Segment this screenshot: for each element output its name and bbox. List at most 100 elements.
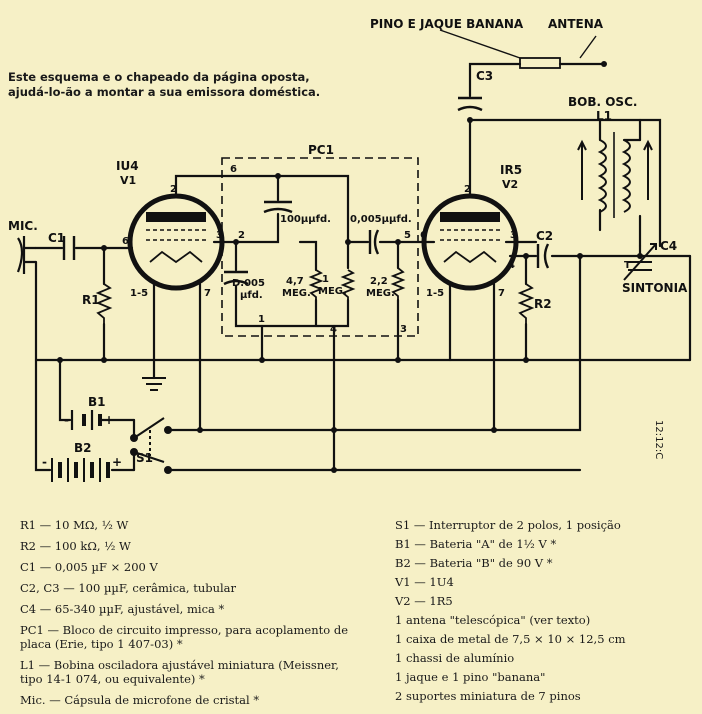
v1-pin7: 7 xyxy=(204,288,211,299)
component-value-labels: 100µµfd. 0,005µµfd. D.005 µfd. 4,7 MEG. … xyxy=(232,214,412,301)
label-r22: 2,2 xyxy=(370,276,388,287)
v1-pin15: 1-5 xyxy=(130,288,148,299)
tube-v1 xyxy=(127,193,225,291)
parts-list-item: C4 — 65-340 µµF, ajustável, mica * xyxy=(20,602,225,616)
label-v2: V2 xyxy=(502,178,518,191)
page-code: 12:12:C xyxy=(653,420,664,460)
label-pc1: PC1 xyxy=(308,143,334,157)
variable-capacitor-c4 xyxy=(623,243,657,281)
wires xyxy=(34,62,692,472)
v2-pin7: 7 xyxy=(498,288,505,299)
parts-list-item: S1 — Interruptor de 2 polos, 1 posição xyxy=(395,518,621,532)
label-cap100: 100µµfd. xyxy=(280,214,331,225)
label-b2-minus: - xyxy=(42,455,47,469)
label-sintonia: SINTONIA xyxy=(622,281,688,295)
pc1-block xyxy=(221,157,419,337)
v1-pin2: 2 xyxy=(170,184,177,195)
capacitor-c2 xyxy=(536,243,550,269)
resistor-22meg xyxy=(390,267,406,300)
parts-list-item: B2 — Bateria "B" de 90 V * xyxy=(395,556,553,570)
pc1-pin2: 2 xyxy=(238,230,245,241)
parts-list-item: B1 — Bateria "A" de 1½ V * xyxy=(395,537,557,551)
capacitor-0005 xyxy=(368,229,380,255)
pc1-pin1: 1 xyxy=(258,314,265,325)
parts-list-item: 1 caixa de metal de 7,5 × 10 × 12,5 cm xyxy=(395,632,626,646)
v1-pin6: 6 xyxy=(122,236,129,247)
label-v1: V1 xyxy=(120,174,136,187)
label-b1-minus: - xyxy=(64,413,69,427)
v2-pin6: 6 xyxy=(420,230,427,241)
label-r1: R1 xyxy=(82,293,100,307)
label-ir5: IR5 xyxy=(500,163,522,177)
parts-list-item: R2 — 100 kΩ, ½ W xyxy=(20,539,131,553)
label-b2: B2 xyxy=(74,441,92,455)
pc1-pin4: 4 xyxy=(330,324,337,335)
label-mfd: µfd. xyxy=(240,290,263,301)
microphone-icon xyxy=(16,236,36,274)
label-s1: S1 xyxy=(136,451,153,465)
schematic-diagram: PINO E JAQUE BANANA ANTENA C3 BOB. OSC. … xyxy=(8,17,692,482)
label-c4: C4 xyxy=(660,239,677,253)
label-r47: 4,7 xyxy=(286,276,304,287)
capacitor-d005 xyxy=(223,270,249,286)
label-iu4: IU4 xyxy=(116,159,139,173)
intro-text: Este esquema e o chapeado da página opos… xyxy=(8,70,321,99)
label-c3: C3 xyxy=(476,69,493,83)
parts-list-item: V1 — 1U4 xyxy=(395,575,454,589)
parts-list-item: L1 — Bobina osciladora ajustável miniatu… xyxy=(20,658,339,686)
pc1-pin5: 5 xyxy=(404,230,411,241)
label-mic: MIC. xyxy=(8,219,38,233)
label-c2: C2 xyxy=(536,229,553,243)
resistor-r2 xyxy=(517,283,535,324)
v2-pin4: 4 xyxy=(508,260,515,271)
parts-list-item: C1 — 0,005 µF × 200 V xyxy=(20,560,158,574)
tube-v2 xyxy=(421,193,519,291)
parts-list-item: Mic. — Cápsula de microfone de cristal * xyxy=(20,693,260,707)
oscillator-coil-l1 xyxy=(577,132,653,218)
parts-list-item: V2 — 1R5 xyxy=(395,594,453,608)
resistor-r1 xyxy=(95,283,113,324)
label-bob-osc: BOB. OSC. xyxy=(568,95,637,109)
label-r47-meg: MEG. xyxy=(282,288,311,299)
label-antena: ANTENA xyxy=(548,17,604,31)
label-b1: B1 xyxy=(88,395,106,409)
junction-dots xyxy=(57,117,643,473)
parts-list-item: C2, C3 — 100 µµF, cerâmica, tubular xyxy=(20,581,237,595)
label-r1meg-meg: MEG. xyxy=(318,286,347,297)
battery-b1-icon xyxy=(70,410,102,430)
pin-labels: 2 6 3 1-5 7 6 2 5 1 4 3 2 6 3 4 1-5 7 xyxy=(122,164,517,335)
v2-pin3: 3 xyxy=(510,230,517,241)
label-c1: C1 xyxy=(48,231,65,245)
label-l1: L1 xyxy=(596,109,612,123)
battery-b2-icon xyxy=(51,458,110,482)
pc1-pin3: 3 xyxy=(400,324,407,335)
parts-list-item: PC1 — Bloco de circuito impresso, para a… xyxy=(20,623,349,651)
pc1-pin6: 6 xyxy=(230,164,237,175)
v2-pin2: 2 xyxy=(464,184,471,195)
label-r22-meg: MEG. xyxy=(366,288,395,299)
label-r1meg: 1 xyxy=(322,274,329,285)
parts-list-item: 1 jaque e 1 pino "banana" xyxy=(395,670,546,684)
v2-pin15: 1-5 xyxy=(426,288,444,299)
switch-s1-icon xyxy=(130,417,172,474)
parts-list-left: R1 — 10 MΩ, ½ W R2 — 100 kΩ, ½ W C1 — 0,00… xyxy=(20,518,360,714)
diagram-labels: PINO E JAQUE BANANA ANTENA C3 BOB. OSC. … xyxy=(8,17,688,469)
resistor-47meg xyxy=(308,269,324,300)
label-pino-jaque: PINO E JAQUE BANANA xyxy=(370,17,524,31)
label-d005: D.005 xyxy=(232,278,265,289)
resistors xyxy=(95,267,535,324)
label-t: T xyxy=(624,260,631,271)
parts-list-item: 2 suportes miniatura de 7 pinos xyxy=(395,689,581,703)
label-b2-plus: + xyxy=(112,455,122,469)
parts-list-item: 1 antena "telescópica" (ver texto) xyxy=(395,613,591,627)
parts-list-item: 1 chassi de alumínio xyxy=(395,651,515,665)
resistor-1meg xyxy=(340,269,356,300)
parts-list-item: R1 — 10 MΩ, ½ W xyxy=(20,518,129,532)
ground-icon xyxy=(142,377,166,391)
capacitor-c3 xyxy=(457,96,483,112)
antenna-icon xyxy=(439,29,607,69)
capacitor-100uufd xyxy=(263,200,293,214)
label-r2: R2 xyxy=(534,297,552,311)
v1-pin3: 3 xyxy=(216,230,223,241)
